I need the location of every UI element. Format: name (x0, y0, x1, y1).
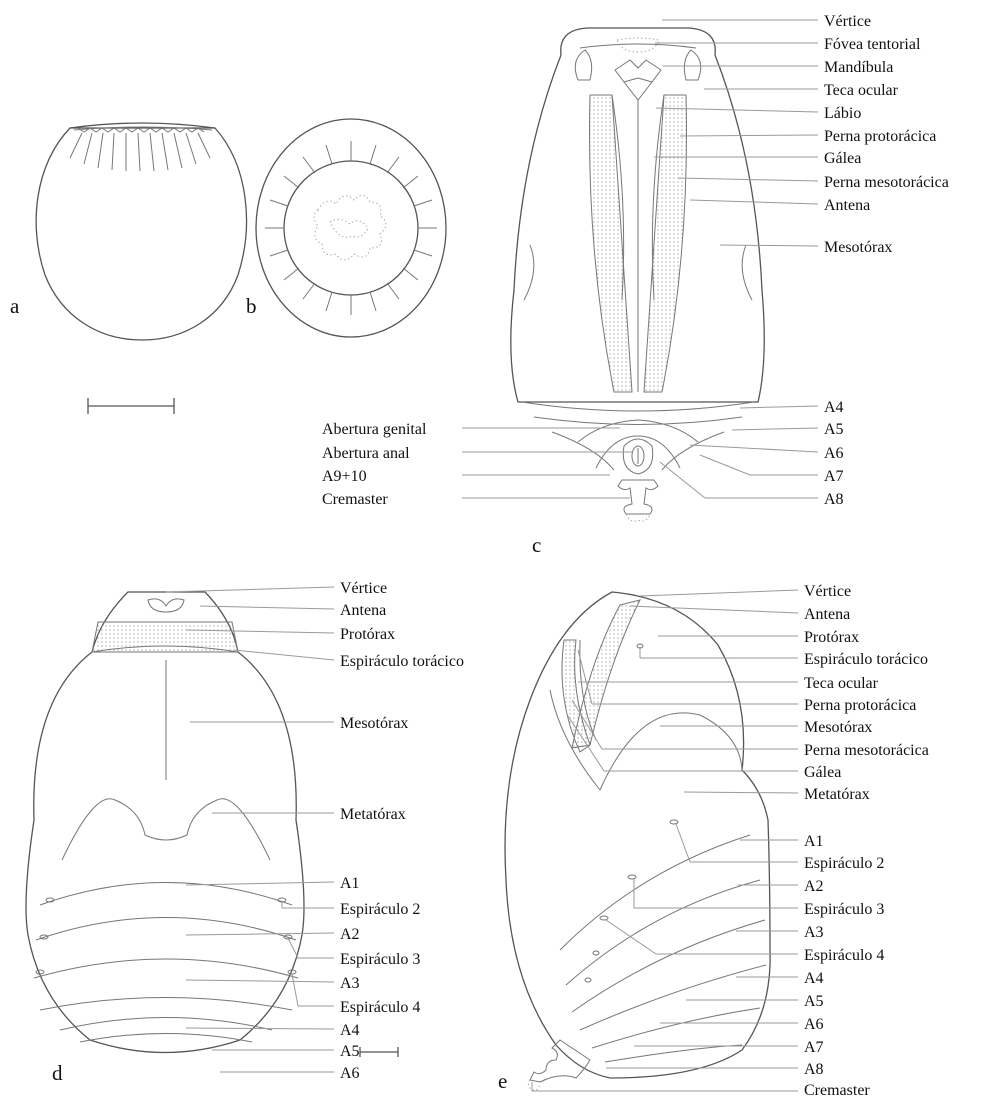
label-e-perna-mesotoracica: Perna mesotorácica (804, 742, 929, 759)
cremaster-c (618, 480, 658, 514)
label-c-antena: Antena (824, 197, 870, 214)
label-e-antena: Antena (804, 606, 850, 623)
label-e-a1: A1 (804, 833, 824, 850)
label-e-a4: A4 (804, 970, 824, 987)
label-e-galea: Gálea (804, 764, 841, 781)
label-e-espiraculo-2: Espiráculo 2 (804, 855, 884, 872)
scale-bar-d (360, 1047, 398, 1057)
label-c-mandibula: Mandíbula (824, 59, 893, 76)
label-e-metatorax: Metatórax (804, 786, 870, 803)
panel-label-d: d (52, 1061, 63, 1085)
label-c-mesotorax: Mesotórax (824, 239, 892, 256)
label-d-metatorax: Metatórax (340, 806, 406, 823)
panel-c-labels-left: Abertura genital Abertura anal A9+10 Cre… (322, 421, 427, 508)
tentorial-fovea (617, 38, 659, 52)
label-d-antena: Antena (340, 602, 386, 619)
label-d-a6: A6 (340, 1065, 360, 1082)
scale-bar-a (88, 398, 174, 414)
label-d-mesotorax: Mesotórax (340, 715, 408, 732)
panel-d-labels: Vértice Antena Protórax Espiráculo torác… (340, 580, 464, 1082)
panel-c-labels-right: Vértice Fóvea tentorial Mandíbula Teca o… (824, 13, 949, 508)
label-c-perna-protoracica: Perna protorácica (824, 128, 936, 145)
label-e-a6: A6 (804, 1016, 824, 1033)
label-d-a1: A1 (340, 875, 360, 892)
label-c-perna-mesotoracica: Perna mesotorácica (824, 174, 949, 191)
label-e-cremaster: Cremaster (804, 1082, 870, 1097)
panel-label-b: b (246, 294, 257, 318)
label-e-a2: A2 (804, 878, 824, 895)
label-e-espiraculo-toracico: Espiráculo torácico (804, 651, 928, 668)
label-c-a9-10: A9+10 (322, 468, 367, 485)
label-d-espiraculo-4: Espiráculo 4 (340, 999, 420, 1016)
panel-e-pupa-lateral: Vértice Antena Protórax Espiráculo torác… (498, 583, 929, 1097)
label-c-labio: Lábio (824, 105, 861, 122)
panel-a-egg-lateral: a (10, 123, 247, 414)
panel-b-egg-dorsal: b (246, 119, 446, 337)
label-d-a5: A5 (340, 1043, 360, 1060)
label-e-a5: A5 (804, 993, 824, 1010)
cremaster-e (530, 1040, 590, 1082)
panel-c-pupa-ventral: Vértice Fóvea tentorial Mandíbula Teca o… (322, 13, 949, 557)
label-c-abertura-genital: Abertura genital (322, 421, 427, 438)
label-e-perna-protoracica: Perna protorácica (804, 697, 916, 714)
label-d-a3: A3 (340, 975, 360, 992)
label-c-a8: A8 (824, 491, 844, 508)
egg-radial-ribs (265, 141, 437, 315)
label-d-a2: A2 (340, 926, 360, 943)
label-c-galea: Gálea (824, 150, 861, 167)
panel-d-spiracles (36, 898, 296, 974)
label-e-vertice: Vértice (804, 583, 851, 600)
label-e-a8: A8 (804, 1061, 824, 1078)
label-e-espiraculo-4: Espiráculo 4 (804, 947, 884, 964)
panel-label-c: c (532, 533, 541, 557)
label-c-teca-ocular: Teca ocular (824, 82, 899, 99)
label-c-a4: A4 (824, 399, 844, 416)
label-e-a3: A3 (804, 924, 824, 941)
label-c-abertura-anal: Abertura anal (322, 445, 410, 462)
label-c-a7: A7 (824, 468, 844, 485)
label-d-espiraculo-toracico: Espiráculo torácico (340, 653, 464, 670)
panel-e-labels: Vértice Antena Protórax Espiráculo torác… (804, 583, 929, 1097)
mandibles (615, 60, 661, 82)
label-e-teca-ocular: Teca ocular (804, 675, 879, 692)
label-c-a5: A5 (824, 421, 844, 438)
label-d-a4: A4 (340, 1022, 360, 1039)
label-e-a7: A7 (804, 1039, 824, 1056)
label-d-vertice: Vértice (340, 580, 387, 597)
label-c-cremaster: Cremaster (322, 491, 388, 508)
label-e-mesotorax: Mesotórax (804, 719, 872, 736)
panel-label-e: e (498, 1069, 507, 1093)
panel-label-a: a (10, 294, 20, 318)
label-e-protorax: Protórax (804, 629, 859, 646)
panel-d-pupa-dorsal: Vértice Antena Protórax Espiráculo torác… (26, 580, 464, 1085)
label-c-a6: A6 (824, 445, 844, 462)
label-e-espiraculo-3: Espiráculo 3 (804, 901, 884, 918)
egg-ribs (70, 133, 210, 171)
micropyle-rosette (314, 195, 386, 260)
label-d-espiraculo-2: Espiráculo 2 (340, 901, 420, 918)
panel-d-leaders (166, 587, 334, 1072)
label-d-espiraculo-3: Espiráculo 3 (340, 951, 420, 968)
label-c-vertice: Vértice (824, 13, 871, 30)
label-c-fovea-tentorial: Fóvea tentorial (824, 36, 921, 53)
label-d-protorax: Protórax (340, 626, 395, 643)
